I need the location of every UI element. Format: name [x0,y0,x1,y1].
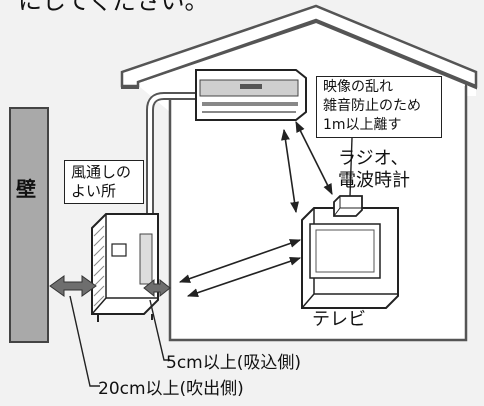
outdoor-ac-unit [91,213,159,322]
header-text: にしてください。 [18,0,209,15]
note-line-1: 映像の乱れ [323,79,393,95]
ventilation-line-1: 風通しの [71,163,132,181]
intake-distance-label: 5cm以上(吸込側) [166,353,301,373]
arrow-intake-clearance [143,278,171,298]
radio-label: ラジオ、 電波時計 [338,148,410,192]
wall-column [9,107,49,343]
note-line-3: 1m以上離す [323,117,402,133]
tv-label: テレビ [312,309,366,330]
outlet-distance-label: 20cm以上(吹出側) [98,379,244,399]
indoor-ac-unit [195,69,307,121]
tv-set [301,207,399,309]
interference-note: 映像の乱れ 雑音防止のため 1m以上離す [316,76,442,138]
note-line-2: 雑音防止のため [323,98,421,114]
interference-arrows [178,120,333,298]
wall-label: 壁 [16,177,36,201]
leader-lines [69,137,353,387]
radio-device [333,195,363,217]
ventilation-line-2: よい所 [71,182,117,200]
arrow-wall-clearance [49,275,97,297]
ventilation-note: 風通しの よい所 [64,160,144,204]
radio-line-2: 電波時計 [338,170,410,191]
radio-line-1: ラジオ、 [338,148,409,169]
